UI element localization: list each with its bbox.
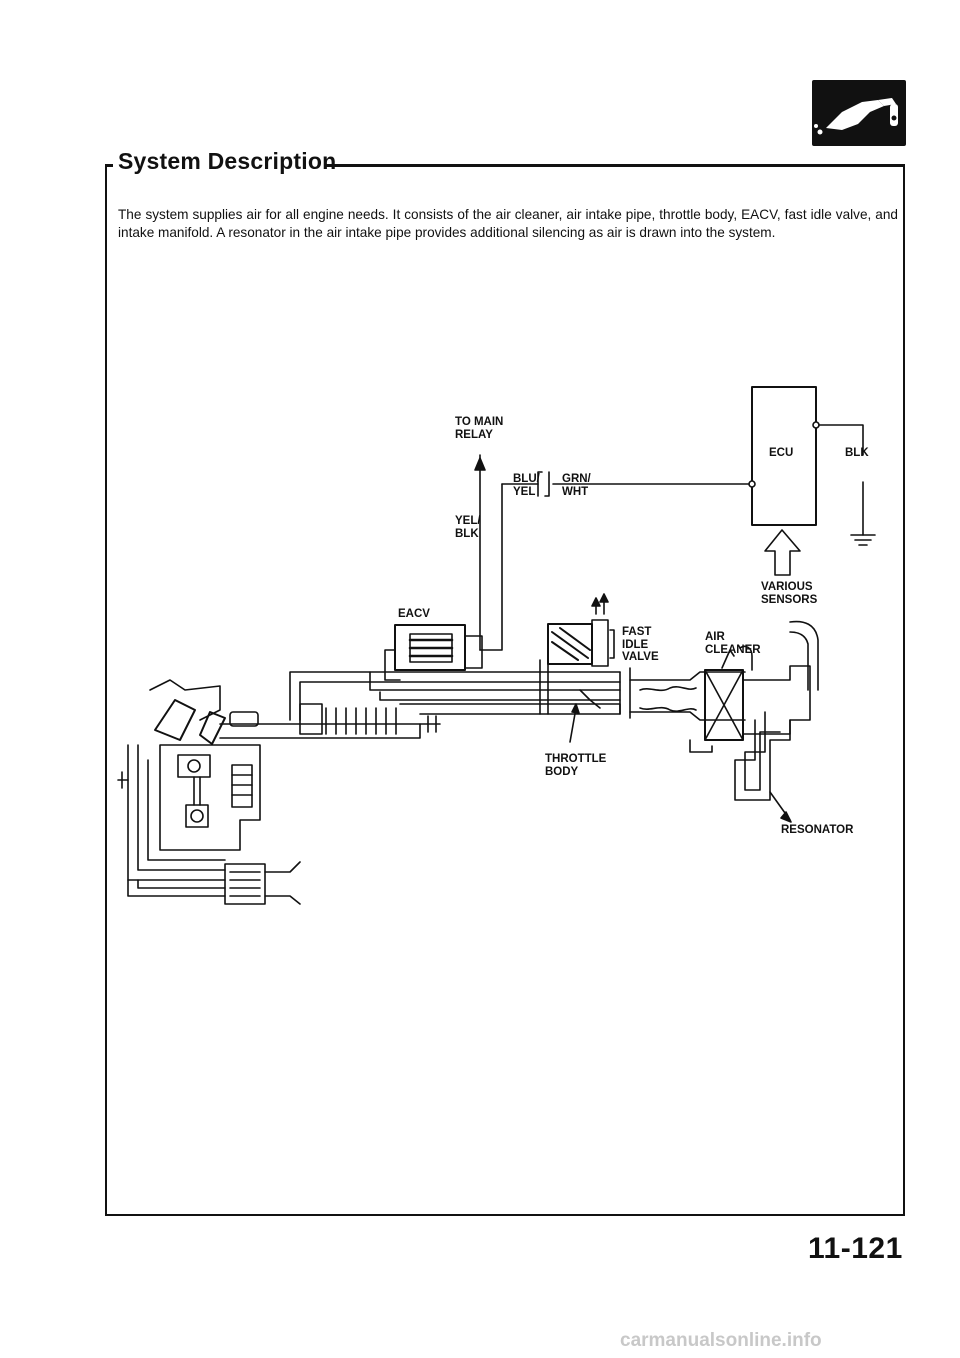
ecu-wiring [474, 386, 876, 651]
label-yel-blk: YEL/ BLK [455, 515, 481, 540]
label-ecu: ECU [769, 447, 794, 459]
label-various-sensors: VARIOUS SENSORS [761, 581, 818, 606]
section-badge [812, 80, 906, 146]
page-title: System Description [118, 148, 337, 174]
content-frame [105, 164, 905, 1216]
eacv-signal-wire [479, 483, 503, 651]
fast-idle-valve-unit [547, 593, 615, 667]
ecu-connector-blk [812, 421, 820, 429]
page-number: 11-121 [808, 1232, 903, 1265]
label-throttle-body: THROTTLE BODY [545, 753, 607, 778]
fuel-nozzle-icon [814, 98, 898, 135]
intake-pipe [219, 659, 746, 739]
watermark: carmanualsonline.info [620, 1330, 822, 1351]
label-air-cleaner: AIR CLEANER [705, 631, 761, 656]
wire-connector [537, 471, 550, 497]
label-blk: BLK [845, 447, 869, 459]
label-blu-yel: BLU/ YEL [513, 473, 540, 498]
ecu-connector-grn [748, 480, 756, 488]
label-fast-idle-valve: FAST IDLE VALVE [622, 626, 659, 663]
ecu-box [751, 386, 817, 526]
intro-paragraph: The system supplies air for all engine n… [118, 207, 898, 240]
eacv-unit [384, 624, 483, 681]
label-eacv: EACV [398, 608, 430, 620]
frame-rule-right [326, 164, 905, 167]
resonator-unit [734, 711, 792, 823]
engine-block [117, 679, 301, 905]
label-resonator: RESONATOR [781, 824, 854, 836]
label-to-main-relay: TO MAIN RELAY [455, 416, 504, 441]
label-grn-wht: GRN/ WHT [562, 473, 591, 498]
sensor-input-arrow [764, 529, 801, 576]
ground-symbol [850, 534, 876, 546]
frame-rule-left [105, 164, 113, 167]
throttle-body-pointer [569, 707, 577, 743]
